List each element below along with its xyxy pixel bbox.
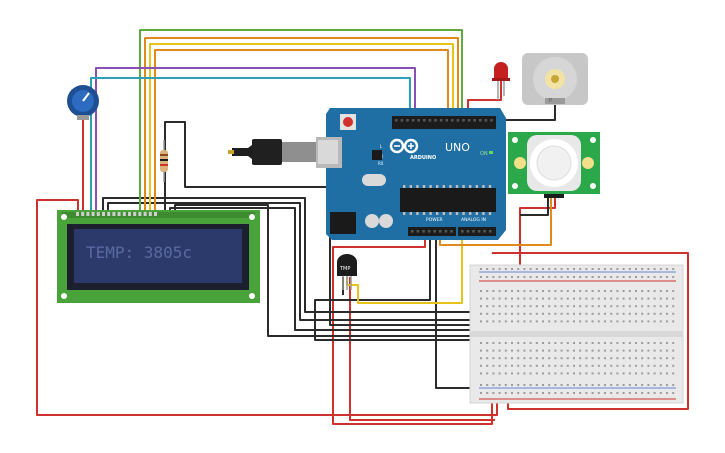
- temperature-sensor: TMP: [337, 254, 357, 290]
- pir-sensor: [508, 132, 600, 198]
- red-led: [492, 62, 510, 100]
- reset-button[interactable]: [343, 117, 353, 127]
- wire-red-pot[interactable]: [78, 107, 84, 213]
- resistor: [160, 140, 168, 182]
- l-led-label: L: [380, 144, 383, 149]
- wire-black-lcd-1[interactable]: [102, 197, 478, 313]
- motor-label: P: [549, 98, 552, 104]
- wire-black-arduino-gnd-2[interactable]: [435, 238, 480, 389]
- arduino-uno: UNO ARDUINO ON L TX RX POWER ANALOG IN: [228, 108, 506, 240]
- power-header-label: POWER: [426, 217, 443, 223]
- wire-black-pir[interactable]: [520, 196, 549, 216]
- dc-motor: P: [522, 53, 588, 105]
- wire-orange-lcd-d4[interactable]: [154, 49, 449, 213]
- lcd-screen: [74, 229, 242, 283]
- crystal-oscillator: [362, 174, 386, 186]
- arduino-model-label: UNO: [445, 141, 470, 154]
- lcd-module: TEMP: 3805c: [57, 210, 260, 303]
- potentiometer[interactable]: [67, 85, 99, 120]
- wire-teal-lcd-e[interactable]: [90, 77, 411, 213]
- lcd-header-pins: [76, 212, 157, 216]
- analog-header-label: ANALOG IN: [461, 217, 486, 223]
- wire-purple-lcd-rs[interactable]: [95, 67, 416, 213]
- tmp-label: TMP: [339, 266, 350, 272]
- wire-green-lcd-d7[interactable]: [139, 29, 463, 213]
- atmega-chip: [400, 188, 496, 212]
- arduino-logo-text: ARDUINO: [410, 155, 436, 161]
- on-led: [489, 151, 493, 154]
- usb-cable: [228, 139, 318, 165]
- wire-black-lcd-2[interactable]: [107, 202, 483, 321]
- arduino-logo-icon: [389, 138, 419, 154]
- lcd-display-text: TEMP: 3805c: [86, 243, 192, 262]
- breadboard: [469, 264, 684, 404]
- wires: [36, 29, 689, 425]
- wire-red-breadboard-right[interactable]: [492, 252, 689, 410]
- wire-black-lcd-3[interactable]: [164, 121, 489, 383]
- wire-yellow-lcd-d5[interactable]: [149, 43, 454, 213]
- rx-led-label: RX: [378, 161, 384, 166]
- wire-orange-lcd-d6[interactable]: [144, 37, 459, 213]
- on-led-label: ON: [480, 151, 488, 157]
